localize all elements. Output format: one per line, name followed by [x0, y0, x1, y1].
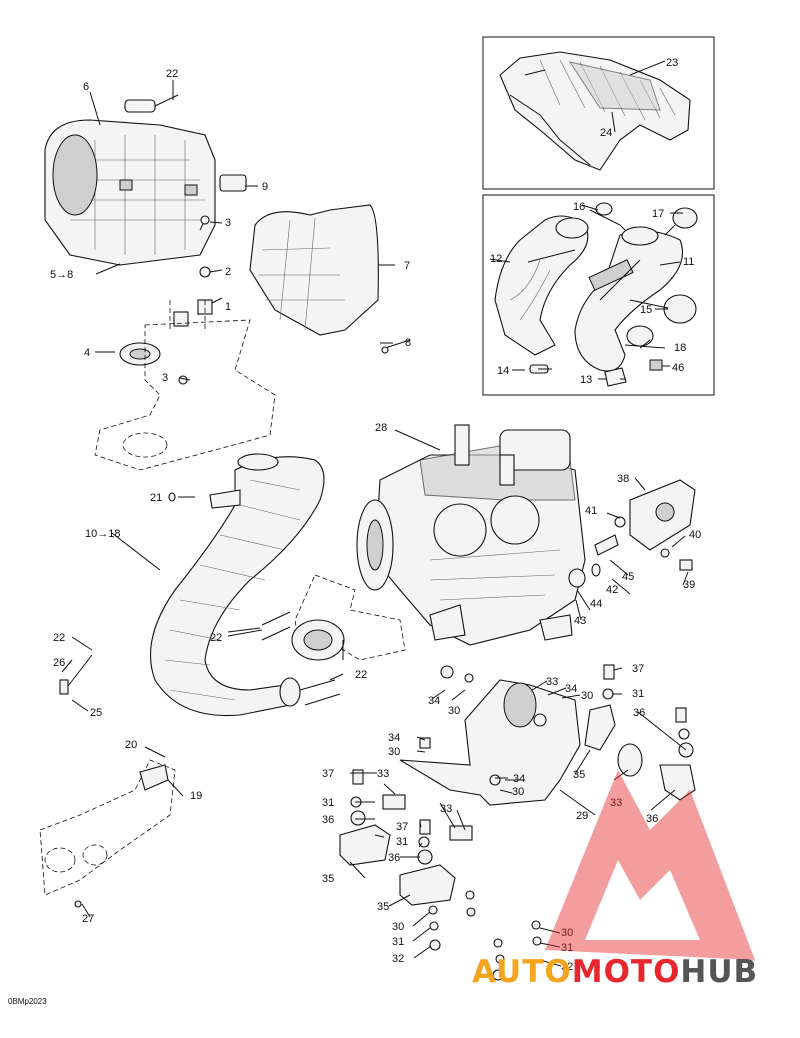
- watermark-moto: MOTO: [571, 954, 681, 990]
- callout-34a: 34: [565, 683, 577, 695]
- callout-30c: 30: [388, 746, 400, 758]
- base-plate: [94, 300, 276, 471]
- callout-15: 15: [640, 304, 652, 316]
- callout-31c: 31: [396, 836, 408, 848]
- callout-31b: 31: [322, 797, 334, 809]
- callout-36d: 36: [388, 852, 400, 864]
- callout-30d: 30: [512, 786, 524, 798]
- callout-27: 27: [82, 913, 94, 925]
- callout-labels: 22 6 9 3 2 5→8 7 1 8 4 3 23 24 16 17 12 …: [50, 57, 701, 973]
- callout-3b: 3: [162, 372, 168, 384]
- callout-10-18: 10→18: [85, 528, 120, 540]
- engine-plate-hardware: [568, 479, 696, 588]
- callout-36c: 36: [322, 814, 334, 826]
- callout-17: 17: [652, 208, 664, 220]
- callout-2: 2: [225, 266, 231, 278]
- callout-4: 4: [84, 347, 90, 359]
- callout-18: 18: [674, 342, 686, 354]
- callout-33a: 33: [546, 676, 558, 688]
- muffler-assembly: [44, 94, 247, 385]
- inset-box-middle: [482, 194, 715, 396]
- callout-6: 6: [83, 81, 89, 93]
- callout-22b: 22: [53, 632, 65, 644]
- callout-7: 7: [404, 260, 410, 272]
- callout-31d: 31: [392, 936, 404, 948]
- callout-23: 23: [666, 57, 678, 69]
- callout-36a: 36: [633, 707, 645, 719]
- callout-42: 42: [606, 584, 618, 596]
- callout-46: 46: [672, 362, 684, 374]
- callout-26: 26: [53, 657, 65, 669]
- callout-5-8: 5→8: [50, 269, 73, 281]
- callout-40: 40: [689, 529, 701, 541]
- callout-34b: 34: [428, 695, 440, 707]
- callout-30e: 30: [392, 921, 404, 933]
- callout-30a: 30: [448, 705, 460, 717]
- callout-38: 38: [617, 473, 629, 485]
- muffler-cover: [249, 204, 411, 354]
- callout-25: 25: [90, 707, 102, 719]
- watermark-text: AUTOMOTOHUB: [472, 954, 758, 990]
- callout-21: 21: [150, 492, 162, 504]
- callout-31a: 31: [632, 688, 644, 700]
- callout-30b: 30: [581, 690, 593, 702]
- callout-37a: 37: [632, 663, 644, 675]
- callout-35c: 35: [377, 901, 389, 913]
- inset-box-top: [482, 36, 715, 190]
- callout-28: 28: [375, 422, 387, 434]
- callout-12: 12: [490, 253, 502, 265]
- callout-29: 29: [576, 810, 588, 822]
- callout-22: 22: [166, 68, 178, 80]
- drawing-code: 0BMp2023: [8, 997, 47, 1006]
- callout-20: 20: [125, 739, 137, 751]
- callout-33c: 33: [610, 797, 622, 809]
- left-bracket: [39, 654, 176, 908]
- callout-35a: 35: [573, 769, 585, 781]
- callout-37b: 37: [322, 768, 334, 780]
- callout-44: 44: [590, 598, 602, 610]
- callout-30f: 30: [561, 927, 573, 939]
- watermark-logo: [545, 770, 755, 960]
- callout-22c: 22: [210, 632, 222, 644]
- callout-14: 14: [497, 365, 509, 377]
- callout-8: 8: [405, 337, 411, 349]
- leader-lines: [61, 60, 689, 967]
- callout-34d: 34: [513, 773, 525, 785]
- callout-16: 16: [573, 201, 585, 213]
- callout-24: 24: [600, 127, 612, 139]
- callout-31e: 31: [561, 942, 573, 954]
- callout-37c: 37: [396, 821, 408, 833]
- exhaust-manifold: [261, 574, 406, 706]
- callout-1: 1: [225, 301, 231, 313]
- callout-9: 9: [262, 181, 268, 193]
- engine-mount-bracket: [399, 665, 581, 806]
- callout-35b: 35: [322, 873, 334, 885]
- callout-36b: 36: [646, 813, 658, 825]
- callout-45: 45: [622, 571, 634, 583]
- callout-3: 3: [225, 217, 231, 229]
- watermark-hub: HUB: [680, 954, 759, 990]
- callout-19: 19: [190, 790, 202, 802]
- callout-34c: 34: [388, 732, 400, 744]
- callout-43: 43: [574, 615, 586, 627]
- callout-32b: 32: [561, 961, 573, 973]
- watermark-auto: AUTO: [472, 954, 572, 990]
- callout-33d: 33: [440, 803, 452, 815]
- callout-33b: 33: [377, 768, 389, 780]
- engine: [356, 424, 586, 646]
- callout-41: 41: [585, 505, 597, 517]
- callout-32a: 32: [392, 953, 404, 965]
- callout-11: 11: [683, 256, 694, 268]
- callout-22d: 22: [355, 669, 367, 681]
- callout-13: 13: [580, 374, 592, 386]
- tuned-pipe: [149, 453, 325, 717]
- callout-39: 39: [683, 579, 695, 591]
